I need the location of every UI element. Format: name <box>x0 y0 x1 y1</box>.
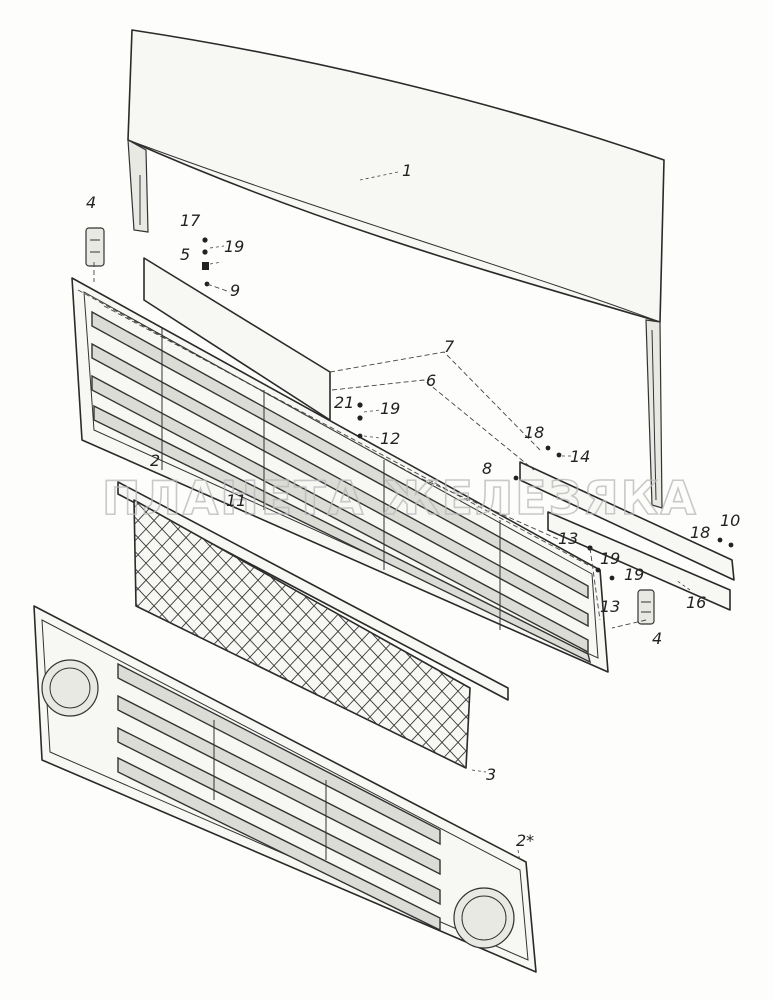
part-2star-lower-grille <box>33 605 537 973</box>
callout-5: 5 <box>180 245 190 264</box>
mesh-line <box>134 500 225 768</box>
mesh-line <box>580 480 773 800</box>
callout-1: 1 <box>402 161 412 180</box>
callout-2: 2 <box>150 451 160 470</box>
mesh-line <box>134 500 241 768</box>
callout-17: 17 <box>180 211 201 230</box>
mesh-line <box>134 500 209 768</box>
callout-11: 11 <box>226 491 246 510</box>
part-16-trim-strip-right <box>519 461 735 611</box>
mesh-line <box>387 500 470 768</box>
callout-16: 16 <box>686 593 706 612</box>
callout-14: 14 <box>570 447 590 466</box>
callout-9: 9 <box>230 281 240 300</box>
mesh-line <box>660 480 773 800</box>
callout-18-right: 18 <box>690 523 710 542</box>
callout-4-left: 4 <box>86 193 96 212</box>
mesh-line <box>580 480 773 800</box>
callout-18-upper: 18 <box>524 423 544 442</box>
mesh-line <box>708 480 773 800</box>
callout-8: 8 <box>482 459 492 478</box>
watermark-text: ПЛАНЕТА ЖЕЛЕЗЯКА <box>102 471 698 525</box>
callout-labels: 1 2 2* 3 4 4 5 6 7 8 9 10 11 12 13 13 14… <box>86 161 740 850</box>
callout-10: 10 <box>720 511 740 530</box>
callout-12: 12 <box>380 429 400 448</box>
callout-19-mid: 19 <box>380 399 400 418</box>
mesh-line <box>708 480 773 800</box>
callout-3: 3 <box>486 765 496 784</box>
callout-13-lower: 13 <box>600 597 620 616</box>
part-4-bracket-right <box>637 589 655 625</box>
callout-19-top: 19 <box>224 237 244 256</box>
leader-lines <box>77 171 691 863</box>
callout-4-right: 4 <box>652 629 662 648</box>
callout-21: 21 <box>334 393 354 412</box>
callout-6: 6 <box>426 371 436 390</box>
callout-19-right-b: 19 <box>624 565 644 584</box>
mesh-line <box>134 500 193 768</box>
callout-7: 7 <box>444 337 455 356</box>
callout-13-upper: 13 <box>558 529 578 548</box>
part-2-grille-frame <box>71 277 609 673</box>
mesh-line <box>403 500 470 768</box>
fasteners <box>202 237 734 581</box>
mesh-line <box>660 480 773 800</box>
part-1-upper-panel <box>127 29 665 509</box>
callout-2star: 2* <box>516 831 534 850</box>
part-4-bracket-left <box>85 227 105 267</box>
callout-19-right-a: 19 <box>600 549 620 568</box>
